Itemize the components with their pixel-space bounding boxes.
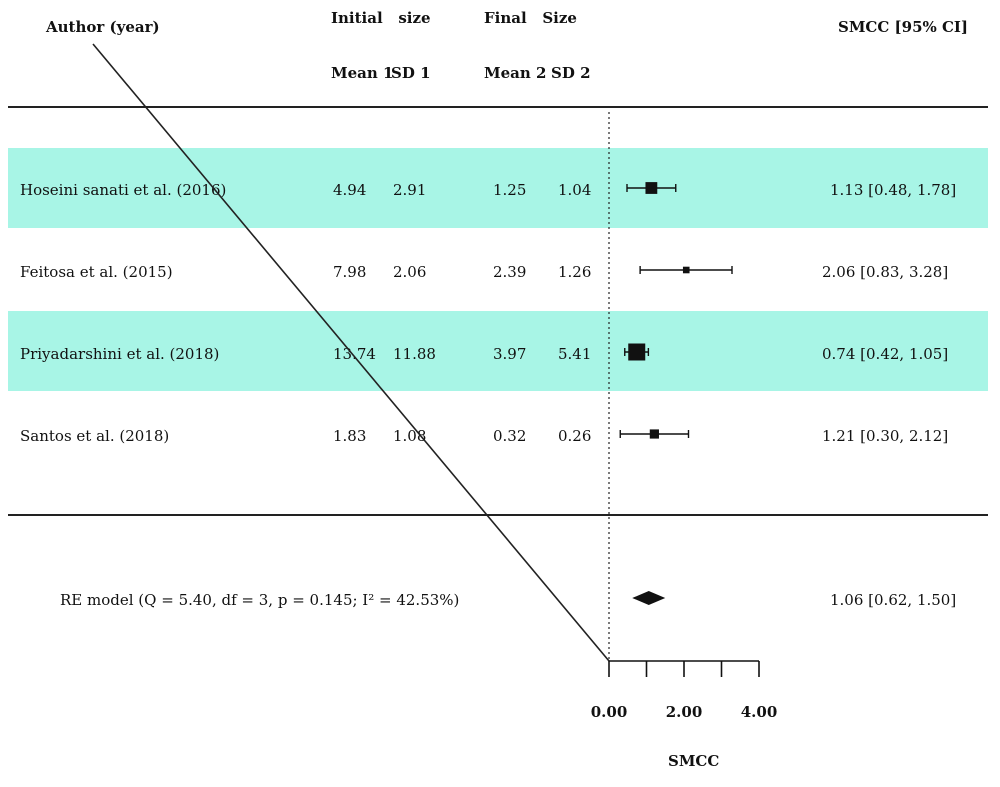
study-mean1: 1.83 (333, 427, 367, 445)
study-ci-text: 1.13 [0.48, 1.78] (830, 181, 957, 199)
header-mean2: Mean 2 (484, 64, 547, 82)
study-mean1: 7.98 (333, 263, 367, 281)
estimate-square (628, 343, 646, 361)
study-sd2: 1.04 (558, 181, 592, 199)
forest-marks (619, 182, 733, 605)
summary-label: RE model (Q = 5.40, df = 3, p = 0.145; I… (60, 591, 460, 609)
study-sd1: 2.06 (393, 263, 427, 281)
x-axis: 0.00 2.00 4.00 (591, 660, 778, 721)
study-author: Santos et al. (2018) (20, 427, 170, 445)
header-initial-size: Initial size (331, 9, 431, 27)
row-stripe-1 (8, 148, 988, 228)
x-tick-label: 4.00 (741, 703, 778, 721)
header-final-size: Final Size (484, 9, 577, 27)
study-ci-text: 0.74 [0.42, 1.05] (822, 345, 949, 363)
estimate-square (649, 429, 659, 439)
study-sd1: 11.88 (393, 345, 436, 363)
study-ci-text: 2.06 [0.83, 3.28] (822, 263, 949, 281)
estimate-square (645, 182, 658, 194)
row-stripe-3 (8, 311, 988, 391)
study-mean2: 0.32 (493, 427, 527, 445)
study-mean2: 2.39 (493, 263, 527, 281)
x-tick-label: 2.00 (666, 703, 703, 721)
study-mean1: 4.94 (333, 181, 367, 199)
diagonal-line (92, 43, 610, 662)
header-smcc-ci: SMCC [95% CI] (838, 18, 969, 36)
study-mean1: 13.74 (333, 345, 376, 363)
study-mean2: 3.97 (493, 345, 527, 363)
header-sd1: SD 1 (391, 64, 431, 82)
study-sd2: 5.41 (558, 345, 592, 363)
header-mean1: Mean 1 (331, 64, 394, 82)
header-sd2: SD 2 (551, 64, 591, 82)
header-rule (8, 106, 988, 108)
summary-ci-text: 1.06 [0.62, 1.50] (830, 591, 957, 609)
study-author: Hoseini sanati et al. (2016) (20, 181, 227, 199)
x-axis-label: SMCC (668, 752, 720, 770)
summary-diamond (632, 591, 666, 605)
study-sd2: 1.26 (558, 263, 592, 281)
header-author: Author (year) (46, 18, 160, 36)
study-sd1: 2.91 (393, 181, 427, 199)
study-mean2: 1.25 (493, 181, 527, 199)
summary-rule (8, 514, 988, 516)
estimate-square (682, 266, 690, 274)
study-author: Feitosa et al. (2015) (20, 263, 173, 281)
x-tick-label: 0.00 (591, 703, 628, 721)
study-sd2: 0.26 (558, 427, 592, 445)
study-ci-text: 1.21 [0.30, 2.12] (822, 427, 949, 445)
study-author: Priyadarshini et al. (2018) (20, 345, 220, 363)
